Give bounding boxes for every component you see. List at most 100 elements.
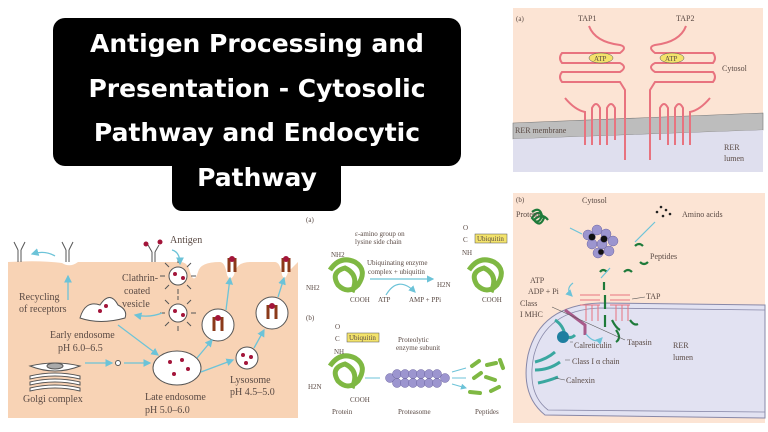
atp-binding-site: [659, 52, 685, 64]
panel-a-label: (a): [306, 216, 314, 224]
proteolytic-label-1: Proteolytic: [398, 336, 429, 344]
mhc-class-i-loading-diagram: (b) Cytosol Protein Amino acids Peptides…: [513, 193, 766, 423]
receptor-icons: [13, 241, 160, 262]
lysosome-label: Lysosome: [230, 375, 271, 386]
ubiquitin-tag: Ubiquitin: [349, 334, 376, 342]
title-line: Antigen Processing and: [90, 29, 424, 58]
mhc-complex-icon: [534, 308, 587, 385]
lysosome: [235, 346, 259, 370]
ubiquitin-proteasome-diagram: (a) ε-amino group on lysine side chain N…: [306, 216, 508, 416]
title-line: Pathway and Endocytic: [93, 118, 421, 147]
clathrin-label-3: vesicle: [122, 299, 150, 310]
calreticulin-label: Calreticulin: [574, 341, 612, 350]
atp-label: ATP: [530, 276, 545, 285]
tap1-label: TAP1: [578, 14, 596, 23]
cooh-label: COOH: [350, 396, 370, 404]
nh2-label: NH2: [331, 251, 345, 259]
tap-label: TAP: [646, 292, 661, 301]
ubiquitin-tag: Ubiquitin: [477, 235, 504, 243]
oxygen-label: O: [335, 323, 340, 331]
amp-label: AMP + PPi: [409, 296, 441, 304]
cytosol-label: Cytosol: [582, 196, 608, 205]
panel-b-label: (b): [516, 196, 525, 204]
atp-label: ATP: [378, 296, 391, 304]
peptides-label: Peptides: [475, 408, 499, 416]
carbon-label: C: [463, 236, 468, 244]
class-i-mhc-label-2: I MHC: [520, 310, 543, 319]
cooh-label: COOH: [482, 296, 502, 304]
protein-label: Protein: [516, 210, 539, 219]
rer-label: RER: [673, 341, 689, 350]
tap-protein-shapes: [559, 25, 716, 160]
lumen-label: lumen: [724, 154, 744, 163]
carbon-label: C: [335, 335, 340, 343]
nh-label: NH: [334, 348, 344, 356]
panel-b-label: (b): [306, 314, 315, 322]
proteasome-label: Proteasome: [398, 408, 431, 416]
antigen-dot: [157, 239, 163, 245]
mhc-vesicle: [201, 308, 235, 342]
protein-icon: [327, 257, 504, 390]
enzyme-label-1: Ubiquinating enzyme: [367, 259, 427, 267]
antigen-label: Antigen: [170, 235, 202, 246]
lysosome-ph: pH 4.5–5.0: [230, 387, 275, 398]
title-banner: [53, 18, 461, 166]
oxygen-label: O: [463, 224, 468, 232]
pathway-arrows: [30, 248, 286, 373]
peptides-icon: [599, 242, 649, 343]
peptides-label: Peptides: [650, 252, 677, 261]
endocytic-pathway-diagram: Antigen Clathrin- coated vesicle Recycli…: [8, 235, 298, 418]
late-endosome-label: Late endosome: [145, 392, 206, 403]
early-endosome-label: Early endosome: [50, 330, 115, 341]
amino-acids-icon: [655, 205, 672, 218]
golgi-label: Golgi complex: [23, 394, 83, 405]
class-i-mhc-label-1: Class: [520, 299, 537, 308]
h2n-label: H2N: [308, 383, 322, 391]
page-title: Antigen Processing and Presentation - Cy…: [53, 22, 461, 200]
proteasome-icon: [385, 369, 450, 388]
tapasin-label: Tapasin: [627, 338, 652, 347]
title-line: Pathway: [197, 162, 317, 192]
h2n-label: H2N: [437, 281, 451, 289]
title-banner-tab: [172, 150, 341, 211]
lumen-label: lumen: [673, 353, 693, 362]
tap-icon: [580, 294, 630, 321]
epsilon-amino-label-1: ε-amino group on: [355, 230, 405, 238]
early-endosome-ph: pH 6.0–6.5: [58, 343, 103, 354]
tap2-label: TAP2: [676, 14, 694, 23]
title-line: Presentation - Cytosolic: [88, 73, 426, 103]
antigen-dot: [143, 241, 149, 247]
rer-label: RER: [724, 143, 740, 152]
amino-acids-label: Amino acids: [682, 210, 723, 219]
clathrin-label-2: coated: [124, 286, 150, 297]
cooh-label: COOH: [350, 296, 370, 304]
cytosol-label: Cytosol: [722, 64, 748, 73]
late-endosome: [152, 350, 202, 386]
calnexin-label: Calnexin: [566, 376, 595, 385]
recycling-label-1: Recycling: [19, 292, 60, 303]
atp-label: ATP: [665, 55, 678, 63]
clathrin-label-1: Clathrin-: [122, 273, 158, 284]
golgi-complex: [28, 362, 82, 392]
recycling-label-2: of receptors: [19, 304, 67, 315]
protein-icon: [530, 208, 549, 225]
mhc-vesicle: [255, 296, 289, 330]
peptide-fragments-icon: [468, 358, 505, 395]
tap-transporter-diagram: ATP ATP (a) TAP1 TAP2 Cytosol RER membra…: [512, 8, 764, 172]
proteolytic-label-2: enzyme subunit: [396, 344, 440, 352]
epsilon-amino-label-2: lysine side chain: [355, 238, 402, 246]
proteasome-icon: [582, 224, 619, 259]
early-endosome: [79, 297, 127, 322]
adp-label: ADP + Pi: [528, 287, 560, 296]
panel-a-label: (a): [516, 15, 524, 23]
late-endosome-ph: pH 5.0–6.0: [145, 405, 190, 416]
rer-membrane-label: RER membrane: [515, 126, 567, 135]
clathrin-vesicle: [160, 296, 196, 331]
alpha-chain-label: Class I α chain: [572, 357, 620, 366]
protein-label: Protein: [332, 408, 353, 416]
rer-membrane: [525, 302, 766, 419]
enzyme-label-2: complex + ubiquitin: [368, 268, 425, 276]
nh2-label: NH2: [306, 284, 320, 292]
